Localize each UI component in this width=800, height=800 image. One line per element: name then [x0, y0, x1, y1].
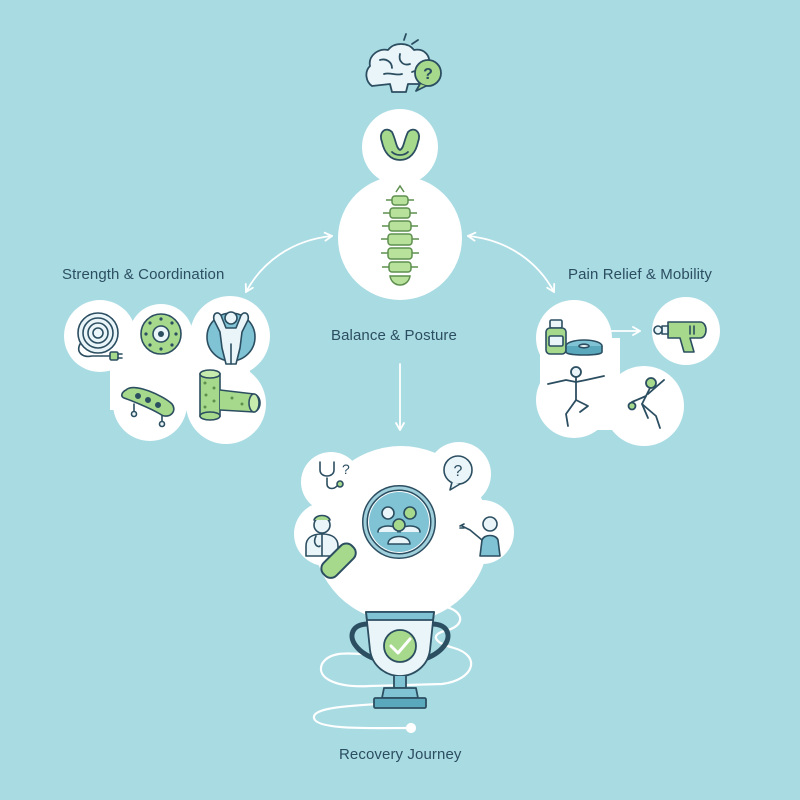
strength-coordination-label: Strength & Coordination: [62, 266, 225, 283]
foam-roller-icon: [199, 369, 261, 421]
doctor-icon: [305, 514, 339, 557]
svg-text:?: ?: [454, 463, 463, 480]
spine-icon: [381, 184, 419, 286]
magnifier-people-icon: [320, 485, 436, 579]
svg-text:?: ?: [423, 66, 433, 83]
trophy-checkmark-icon: [349, 611, 451, 709]
pain-relief-mobility-label: Pain Relief & Mobility: [568, 266, 712, 283]
stethoscope-icon: ?: [319, 461, 350, 490]
stretching-figure-icon: [627, 377, 665, 429]
question-bubble-icon: ?: [414, 59, 442, 92]
svg-text:?: ?: [342, 461, 350, 477]
resistance-band-coil-icon: [77, 312, 123, 361]
balance-disc-icon: [140, 313, 182, 355]
massage-gun-icon: [653, 321, 707, 353]
balance-posture-label: Balance & Posture: [331, 327, 457, 344]
arrow-core-to-strength: [244, 231, 333, 293]
connector-arrows: [244, 231, 641, 431]
question-bubble-icon: ?: [443, 455, 473, 491]
supplement-bottle-icon: [545, 319, 567, 355]
weight-plate-icon: [565, 339, 603, 356]
coach-pointing-icon: [459, 516, 501, 557]
balance-board-icon: [121, 386, 175, 428]
yoga-pose-icon: [547, 366, 605, 427]
strongman-icon: [206, 311, 256, 365]
arrow-core-to-pain: [467, 231, 556, 293]
recovery-journey-label: Recovery Journey: [339, 746, 462, 763]
flexed-bicep-icon: [380, 128, 420, 161]
